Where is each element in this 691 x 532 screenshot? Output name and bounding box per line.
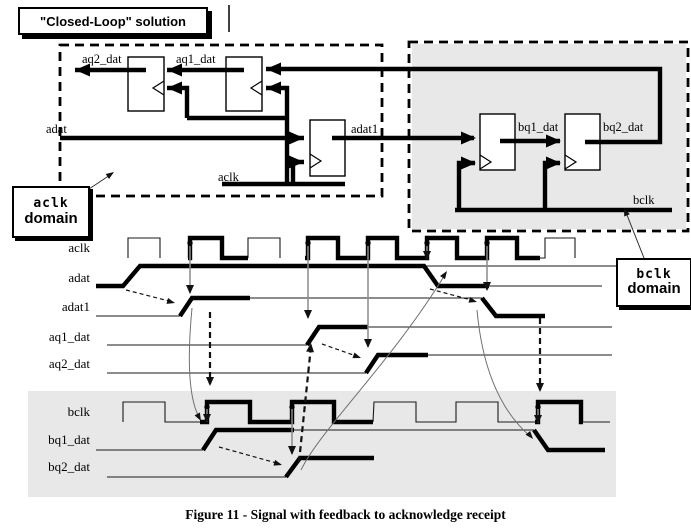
waveform-bold	[532, 428, 605, 453]
circuit-label-bq2_dat: bq2_dat	[603, 120, 644, 134]
bclk-domain-name: bclk	[636, 266, 672, 282]
dashed-arrowhead-icon	[166, 298, 175, 304]
figure-title: "Closed-Loop" solution	[40, 13, 186, 29]
clock-edge-dot	[484, 240, 490, 246]
dashed-arrowhead-icon	[352, 352, 361, 359]
ff-aq1	[225, 56, 263, 112]
title-box: "Closed-Loop" solution	[18, 7, 208, 35]
clock-edge-dot	[289, 404, 295, 410]
clock-edge-dot	[535, 404, 541, 410]
waveform-thin	[247, 237, 281, 258]
signal-label-adat1: adat1	[62, 299, 90, 314]
ff-adat1-clock-wedge-icon	[309, 153, 323, 169]
aclk-ff1-clk-wire	[167, 85, 190, 118]
bclk-ff4-clk-wire-arrowhead-icon	[461, 156, 476, 170]
propagation-dashed-arrow	[218, 446, 281, 465]
down-arrowhead-icon	[483, 282, 491, 291]
circuit-label-aq1_dat: aq1_dat	[176, 52, 216, 66]
down-arrowhead-icon	[304, 310, 312, 319]
bclk-domain-word: domain	[627, 280, 681, 298]
waveform-thin	[538, 237, 576, 259]
adat-wire-arrowhead-icon	[289, 131, 304, 145]
circuit-label-adat: adat	[46, 122, 67, 136]
dashed-arrowhead-icon	[273, 459, 282, 466]
propagation-dashed-arrow	[125, 289, 174, 303]
bclk-ff5-clk-wire-arrowhead-icon	[546, 156, 561, 170]
circuit-label-aclk: aclk	[218, 170, 240, 184]
circuit-label-aq2_dat: aq2_dat	[82, 52, 122, 66]
propagation-dashed-arrow	[429, 288, 476, 302]
circuit-label-bclk: bclk	[633, 193, 655, 207]
feedback-curve-arrow	[188, 307, 201, 420]
down-arrowhead-icon	[288, 446, 296, 455]
bclk-timing-band	[28, 391, 616, 497]
feedback-curve-arrow	[476, 309, 532, 438]
ff-aq2	[127, 56, 165, 112]
ff-aq1-clock-wedge-icon	[249, 80, 263, 96]
bclk-domain-label-box: bclk domain	[616, 258, 691, 307]
signal-label-aq1_dat: aq1_dat	[49, 329, 91, 344]
feedback-curve-arrow	[300, 272, 447, 471]
aq1-to-aq2-wire-arrowhead-icon	[167, 63, 182, 77]
bclk-box-leader	[624, 209, 645, 259]
ff-bq1-clock-wedge-icon	[479, 154, 493, 170]
clock-edge-dot	[305, 240, 311, 246]
aclk-domain-name: aclk	[33, 196, 69, 212]
signal-label-bclk: bclk	[68, 404, 91, 419]
waveform-bold	[96, 263, 489, 289]
signal-label-adat: adat	[68, 270, 90, 285]
signal-label-bq2_dat: bq2_dat	[48, 459, 90, 474]
waveform-bold	[305, 235, 540, 261]
ff-aq2-clock-wedge-icon	[151, 80, 165, 96]
waveform-thin	[372, 401, 535, 423]
curve-arrowhead-icon	[525, 430, 533, 439]
ff-adat1	[309, 119, 346, 177]
dashed-arrowhead-icon	[206, 377, 214, 386]
waveform-bold	[178, 295, 250, 318]
aclk-ff2-clk-wire-arrowhead-icon	[266, 81, 281, 95]
down-arrowhead-icon	[423, 251, 431, 260]
bclk-box-leader-arrowhead-icon	[624, 208, 630, 217]
propagation-dashed-arrow	[321, 343, 360, 358]
dashed-arrowhead-icon	[468, 296, 477, 303]
aclk-domain-word: domain	[24, 209, 78, 227]
signal-label-bq1_dat: bq1_dat	[48, 432, 90, 447]
clock-edge-dot	[187, 240, 193, 246]
down-arrowhead-icon	[203, 414, 211, 423]
aclk-domain-label-box: aclk domain	[12, 186, 90, 238]
aclk-box-leader-arrowhead-icon	[105, 172, 114, 179]
aclk-ff3-clk-wire-arrowhead-icon	[289, 155, 304, 169]
waveform-thin	[127, 237, 161, 258]
figure-caption: Figure 11 - Signal with feedback to ackn…	[185, 507, 506, 522]
waveform-thin	[122, 401, 203, 423]
waveform-bold	[305, 324, 368, 347]
signal-label-aq2_dat: aq2_dat	[49, 356, 91, 371]
curve-arrowhead-icon	[194, 412, 201, 421]
aclk-domain-border	[58, 43, 384, 198]
signal-label-aclk: aclk	[68, 240, 90, 255]
down-arrowhead-icon	[534, 415, 542, 424]
down-arrowhead-icon	[186, 285, 194, 294]
curve-arrowhead-icon	[440, 271, 447, 280]
feedback-wire	[266, 66, 663, 145]
adat1-wire-arrowhead-icon	[461, 131, 476, 145]
dashed-arrowhead-icon	[536, 383, 544, 392]
waveform-bold	[187, 235, 248, 261]
feedback-wire-arrowhead-icon	[266, 62, 281, 76]
aclk-ff1-clk-wire-arrowhead-icon	[167, 81, 182, 95]
circuit-label-adat1: adat1	[351, 122, 378, 136]
clock-edge-dot	[204, 404, 210, 410]
clock-edge-dot	[424, 240, 430, 246]
waveform-bold	[201, 427, 294, 452]
ff-bq2-clock-wedge-icon	[564, 154, 578, 170]
circuit-label-bq1_dat: bq1_dat	[518, 120, 559, 134]
dashed-arrowhead-icon	[306, 343, 315, 353]
waveform-bold	[480, 296, 545, 319]
waveform-bold	[364, 352, 428, 375]
bq1-to-bq2-wire-arrowhead-icon	[546, 134, 561, 148]
down-arrowhead-icon	[364, 339, 372, 348]
clock-edge-dot	[365, 240, 371, 246]
aq2-out-wire-arrowhead-icon	[75, 63, 90, 77]
